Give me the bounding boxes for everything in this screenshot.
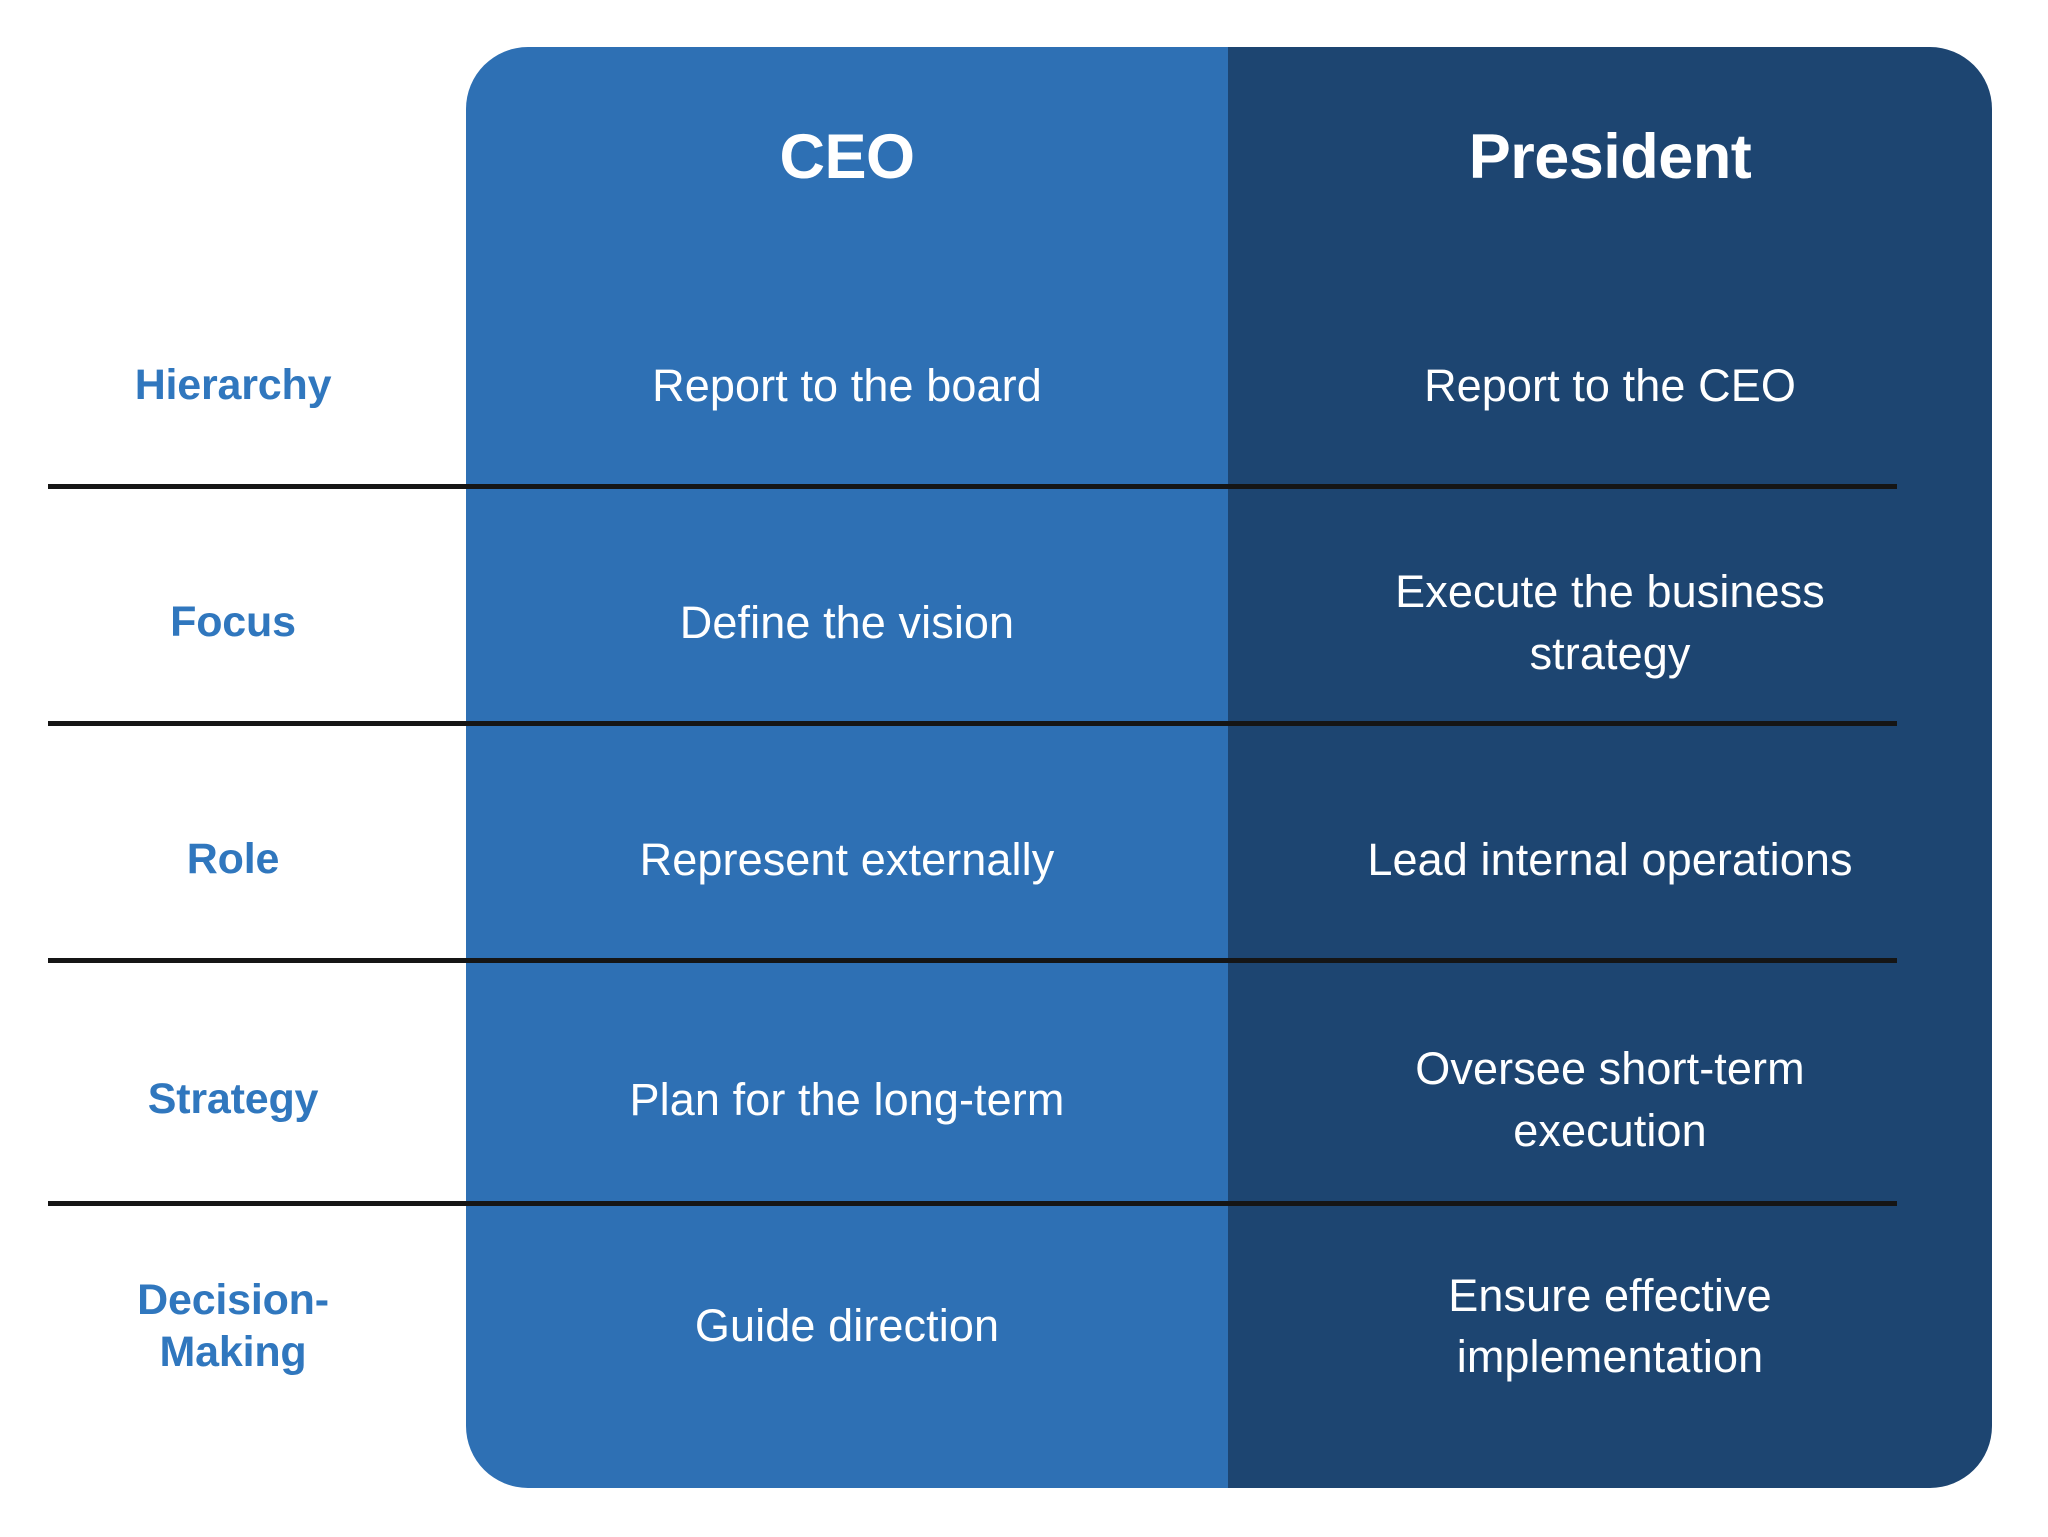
row-divider-2 (48, 721, 1897, 726)
cell-hierarchy-president: Report to the CEO (1424, 359, 1796, 411)
row-label-decision-making: Decision-Making (137, 1275, 329, 1376)
grid-spacer-bottom-ceo (466, 1431, 1228, 1487)
cell-hierarchy-ceo: Report to the board (652, 359, 1042, 411)
grid-spacer-bottom-president (1228, 1431, 1992, 1487)
table-panel (466, 47, 1992, 1488)
cell-role-ceo: Represent externally (639, 833, 1055, 885)
row-label-strategy: Strategy (147, 1075, 319, 1124)
row-label-hierarchy: Hierarchy (134, 361, 332, 410)
cell-strategy-ceo: Plan for the long-term (629, 1073, 1065, 1125)
cell-role-president: Lead internal operations (1367, 833, 1853, 885)
grid-spacer-top-ceo (466, 0, 1228, 47)
column-header-ceo: CEO (779, 121, 915, 192)
row-divider-3 (48, 958, 1897, 963)
grid-spacer-row4-right (1992, 978, 2048, 1221)
grid-spacer-top-left (0, 0, 466, 47)
grid-spacer-row5-right (1992, 1221, 2048, 1431)
row-label-header (0, 47, 466, 267)
row-divider-1 (48, 484, 1897, 489)
cell-focus-president: Execute the business strategy (1395, 566, 1825, 679)
grid-spacer-bottom-right (1992, 1431, 2048, 1487)
row-label-role: Role (186, 835, 280, 884)
cell-focus-ceo: Define the vision (679, 596, 1015, 648)
row-divider-4 (48, 1201, 1897, 1206)
row-label-focus: Focus (170, 598, 296, 647)
column-header-president: President (1468, 121, 1752, 192)
grid-spacer-top-president (1228, 0, 1992, 47)
grid-spacer-bottom-left (0, 1431, 466, 1487)
ceo-column-background (466, 47, 1228, 1488)
grid-spacer-header-right (1992, 47, 2048, 267)
cell-strategy-president: Oversee short-term execution (1415, 1043, 1805, 1156)
grid-spacer-top-right (1992, 0, 2048, 47)
grid-spacer-row3-right (1992, 741, 2048, 978)
cell-decision-making-president: Ensure effective implementation (1448, 1269, 1772, 1382)
cell-decision-making-ceo: Guide direction (694, 1300, 1000, 1352)
grid-spacer-row2-right (1992, 504, 2048, 741)
grid-spacer-row1-right (1992, 267, 2048, 504)
president-column-background (1228, 47, 1992, 1488)
